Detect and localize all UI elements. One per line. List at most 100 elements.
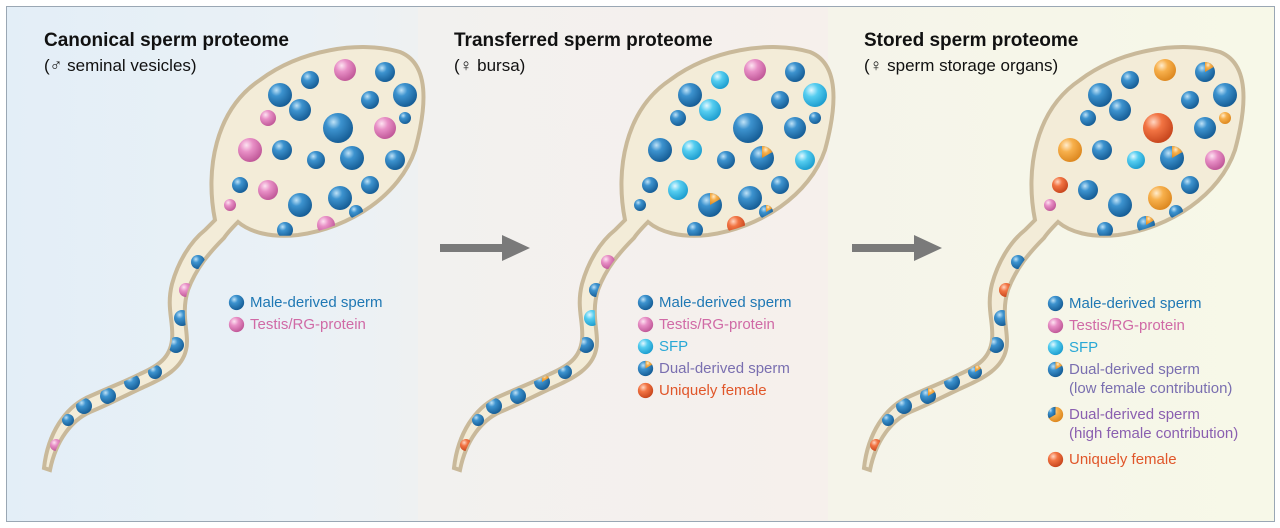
male-sperm-sphere-icon <box>228 294 245 311</box>
legend-item: Uniquely female <box>637 378 792 400</box>
protein-sphere <box>809 112 821 124</box>
protein-sphere <box>1181 91 1199 109</box>
protein-sphere <box>148 365 162 379</box>
sfp-sphere-icon <box>637 338 654 355</box>
protein-sphere <box>1058 138 1082 162</box>
legend-item: Male-derived sperm <box>637 290 792 312</box>
protein-sphere <box>1219 112 1231 124</box>
male-sperm-sphere-icon <box>1047 295 1064 312</box>
protein-sphere <box>648 138 672 162</box>
protein-sphere <box>288 193 312 217</box>
protein-sphere <box>601 255 615 269</box>
panel-2-subtitle: (♀ bursa) <box>454 56 526 75</box>
legend-item: Dual-derived sperm <box>637 356 792 378</box>
legend-label: SFP <box>659 338 689 355</box>
protein-sphere <box>1121 71 1139 89</box>
protein-sphere <box>1108 193 1132 217</box>
sperm-cell-outline <box>861 45 1246 473</box>
legend-label: Dual-derived sperm <box>659 360 790 377</box>
female-wedge <box>710 192 721 205</box>
legend-item: Uniquely female <box>1047 447 1238 469</box>
legend-item: Male-derived sperm <box>228 290 383 312</box>
protein-sphere <box>744 59 766 81</box>
testis-protein-sphere-icon <box>1047 317 1064 334</box>
protein-sphere <box>100 388 116 404</box>
protein-sphere <box>1127 151 1145 169</box>
legend-label: Dual-derived sperm <box>1069 361 1200 378</box>
sfp-sphere-icon <box>1047 339 1064 356</box>
protein-sphere <box>1194 117 1216 139</box>
female-wedge <box>1172 145 1183 158</box>
protein-sphere <box>994 310 1010 326</box>
testis-protein-sphere-icon <box>637 316 654 333</box>
dual-derived-low-sphere-icon <box>1047 361 1064 378</box>
dual-derived-sphere-icon <box>637 360 654 377</box>
protein-sphere <box>168 337 184 353</box>
protein-sphere <box>1080 110 1096 126</box>
legend-label: Male-derived sperm <box>1069 295 1202 312</box>
protein-sphere <box>1148 186 1172 210</box>
protein-sphere <box>717 151 735 169</box>
legend-label: Male-derived sperm <box>250 294 383 311</box>
protein-sphere <box>1088 83 1112 107</box>
female-wedge <box>975 364 982 372</box>
protein-sphere <box>1044 199 1056 211</box>
protein-sphere <box>76 398 92 414</box>
panel-3-title: Stored sperm proteome <box>864 30 1079 51</box>
legend-item: Male-derived sperm <box>1047 291 1238 313</box>
legend-label: Testis/RG-protein <box>659 316 775 333</box>
protein-sphere <box>1109 99 1131 121</box>
protein-sphere <box>1092 140 1112 160</box>
protein-sphere <box>307 151 325 169</box>
protein-sphere <box>472 414 484 426</box>
protein-sphere <box>238 138 262 162</box>
protein-sphere <box>399 112 411 124</box>
arrow-right-icon <box>440 235 530 261</box>
legend-label: Uniquely female <box>659 382 767 399</box>
protein-sphere <box>323 113 353 143</box>
protein-sphere <box>393 83 417 107</box>
legend-label: Male-derived sperm <box>659 294 792 311</box>
protein-sphere <box>1205 150 1225 170</box>
dual-derived-high-sphere-icon <box>1047 406 1064 423</box>
sperm-cell-1 <box>41 45 426 473</box>
protein-sphere <box>668 180 688 200</box>
legend-item: SFP <box>1047 335 1238 357</box>
sperm-cell-outline <box>451 45 836 473</box>
protein-sphere <box>272 140 292 160</box>
panel-2-title: Transferred sperm proteome <box>454 30 713 51</box>
protein-sphere <box>268 83 292 107</box>
panel-1-subtitle: (♂ seminal vesicles) <box>44 56 197 75</box>
female-wedge <box>762 145 773 158</box>
legend-item: Testis/RG-protein <box>228 312 383 334</box>
protein-sphere <box>711 71 729 89</box>
legend-item: Dual-derived sperm (low female contributi… <box>1047 357 1238 398</box>
protein-sphere <box>771 91 789 109</box>
protein-sphere <box>785 62 805 82</box>
sperm-cell-3 <box>861 45 1246 473</box>
protein-sphere <box>340 146 364 170</box>
protein-sphere <box>361 176 379 194</box>
legend-item: Testis/RG-protein <box>1047 313 1238 335</box>
protein-sphere <box>1181 176 1199 194</box>
legend-label: Testis/RG-protein <box>250 316 366 333</box>
protein-sphere <box>374 117 396 139</box>
protein-sphere <box>771 176 789 194</box>
protein-sphere <box>1143 113 1173 143</box>
protein-sphere <box>375 62 395 82</box>
protein-sphere <box>1052 177 1068 193</box>
protein-sphere <box>289 99 311 121</box>
protein-sphere <box>510 388 526 404</box>
sperm-cell-2 <box>451 45 836 473</box>
panel-1-title: Canonical sperm proteome <box>44 30 289 51</box>
protein-sphere <box>558 365 572 379</box>
female-wedge <box>928 387 935 396</box>
uniquely-female-sphere-icon <box>1047 451 1064 468</box>
protein-sphere <box>224 199 236 211</box>
legend-label: Dual-derived sperm <box>1069 406 1200 423</box>
protein-sphere <box>260 110 276 126</box>
legend-item: Testis/RG-protein <box>637 312 792 334</box>
legend-label-detail: (low female contribution) <box>1069 380 1233 397</box>
